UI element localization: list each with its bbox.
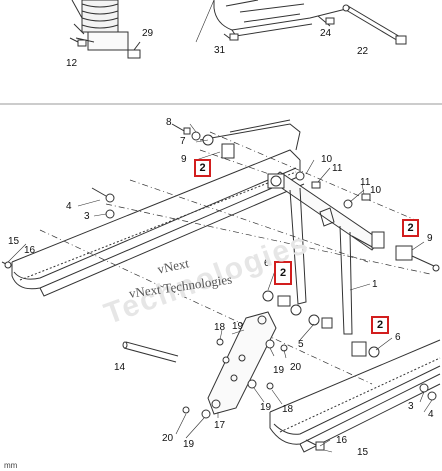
bushing-29	[127, 41, 141, 59]
highlight-callout-2-b: 2	[402, 219, 419, 237]
bolt-31	[223, 33, 239, 41]
right-slide-rail	[269, 339, 441, 453]
highlight-callout-2-c: 2	[274, 261, 292, 285]
callout-10-mid: 10	[370, 185, 382, 196]
callout-11-mid: 11	[360, 177, 371, 188]
callout-17: 17	[214, 420, 226, 431]
highlight-callout-2-a: 2	[194, 159, 211, 177]
leader-lines	[7, 123, 433, 453]
callout-15-left: 15	[8, 236, 20, 247]
callout-16-right: 16	[336, 435, 348, 446]
link-17	[207, 311, 277, 415]
callout-10-top: 10	[321, 154, 333, 165]
callout-18-low: 18	[282, 404, 294, 415]
callout-1: 1	[372, 279, 378, 290]
callout-11-top: 11	[332, 163, 343, 174]
hardware-parts	[1, 123, 440, 451]
callout-19-bottom: 19	[183, 439, 195, 450]
shaft-14	[122, 341, 179, 363]
callout-7: 7	[180, 136, 186, 147]
callout-16-left: 16	[24, 245, 36, 256]
callout-4-left: 4	[66, 201, 72, 212]
callout-3-left: 3	[84, 211, 90, 222]
axle-22	[342, 4, 407, 45]
callout-9-right: 9	[427, 233, 433, 244]
callout-19-low: 19	[260, 402, 272, 413]
callout-24: 24	[320, 28, 332, 39]
callout-3-right: 3	[408, 401, 414, 412]
callout-14: 14	[114, 362, 126, 373]
bolt-24	[317, 15, 335, 27]
left-slide-rail	[11, 119, 305, 297]
highlight-callout-2-d: 2	[371, 316, 389, 334]
callout-5: 5	[298, 339, 304, 350]
callout-29: 29	[142, 28, 154, 39]
guide-lines	[39, 131, 431, 385]
bolt-12	[69, 37, 87, 47]
callout-4-right: 4	[428, 409, 434, 420]
callout-19-mid: 19	[273, 365, 285, 376]
corner-label: mm	[4, 461, 18, 470]
shock-absorber	[71, 0, 129, 51]
callout-31: 31	[214, 45, 226, 56]
callout-8: 8	[166, 117, 172, 128]
callout-12: 12	[66, 58, 78, 69]
callout-20-mid: 20	[290, 362, 302, 373]
callout-22: 22	[357, 46, 369, 57]
callout-20-low: 20	[162, 433, 174, 444]
callout-19-top: 19	[232, 321, 244, 332]
callout-6-right: 6	[395, 332, 401, 343]
callout-6-left: 6	[264, 258, 270, 269]
callout-15-right: 15	[357, 447, 369, 458]
callout-18-top: 18	[214, 322, 226, 333]
callout-9-left: 9	[181, 154, 187, 165]
